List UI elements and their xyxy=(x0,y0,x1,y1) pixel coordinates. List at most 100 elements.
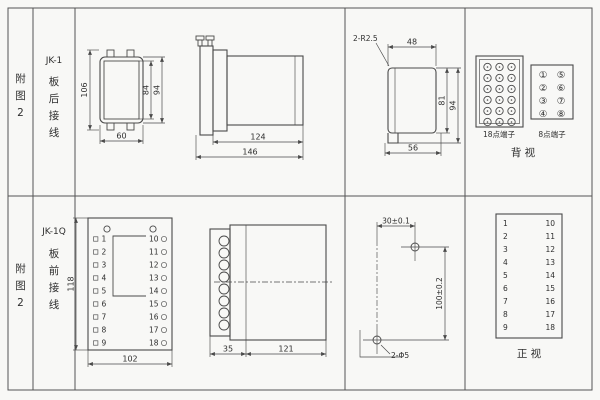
model-desc-char: 线 xyxy=(49,298,60,311)
front-right-terminals: 10 11 12 13 14 15 16 17 18 xyxy=(149,235,167,348)
dim-cutout-h2: 94 xyxy=(449,100,458,110)
terminal-number: ② xyxy=(539,83,548,94)
row2-figure-label: 附 图 2 xyxy=(15,262,26,309)
table-cell: 11 xyxy=(545,232,555,241)
row1-cutout-view: 2-R2.5 48 56 81 94 xyxy=(353,34,461,156)
dim-hole-spacing-x: 30±0.1 xyxy=(382,217,410,226)
dim-cutout-bottom: 56 xyxy=(408,144,418,153)
row1-section: 附 图 2 JK-1 板 后 接 线 106 84 xyxy=(15,34,574,160)
dim-body-length: 124 xyxy=(250,133,265,142)
table-cell: 1 xyxy=(503,219,508,228)
terminal-number: ⑥ xyxy=(557,83,566,94)
model-code: JK-1Q xyxy=(41,227,66,237)
row1-model-label: JK-1 板 后 接 线 xyxy=(45,56,63,139)
table-cell: 18 xyxy=(545,323,555,332)
corner-radius-label: 2-R2.5 xyxy=(353,34,378,43)
terminal-number: 13 xyxy=(149,274,159,283)
front-view-label: 正 视 xyxy=(517,347,542,360)
terminal-number: 10 xyxy=(149,235,159,244)
table-cell: 17 xyxy=(545,310,555,319)
fig-label-char: 附 xyxy=(15,262,26,275)
dim-hole-spacing-y: 100±0.2 xyxy=(435,277,444,310)
fig-label-char: 图 xyxy=(15,90,26,102)
terminal-number: 15 xyxy=(149,300,159,309)
row2-side-view: 35 121 xyxy=(209,224,334,357)
terminal-number: 16 xyxy=(149,313,159,322)
terminal-number: 3 xyxy=(102,261,107,270)
table-cell: 14 xyxy=(545,271,555,280)
dim-case-height: 94 xyxy=(153,85,162,95)
table-cell: 3 xyxy=(503,245,508,254)
terminal-number: 14 xyxy=(149,287,159,296)
dim-cutout-h1: 81 xyxy=(438,95,447,105)
terminal-number: 8 xyxy=(102,326,107,335)
row2-section: 附 图 2 JK-1Q 板 前 接 线 1 2 3 4 5 6 7 xyxy=(15,213,563,367)
table-cell: 6 xyxy=(503,284,508,293)
dim-front-height: 118 xyxy=(67,276,76,291)
terminal-number: 12 xyxy=(149,261,159,270)
row1-figure-label: 附 图 2 xyxy=(15,72,26,119)
terminal-number: ⑦ xyxy=(557,96,566,107)
table-cell: 13 xyxy=(545,258,555,267)
terminal-number: ③ xyxy=(539,96,548,107)
terminal-number: 17 xyxy=(149,326,159,335)
table-cell: 9 xyxy=(503,323,508,332)
terminal-18pt-caption: 18点端子 xyxy=(483,129,516,139)
rear-view-label: 背 视 xyxy=(511,146,536,159)
fig-label-char: 2 xyxy=(17,297,24,309)
row2-model-label: JK-1Q 板 前 接 线 xyxy=(41,227,66,311)
terminal-number: 2 xyxy=(102,248,107,257)
terminal-number: ⑧ xyxy=(557,109,566,120)
fig-label-char: 2 xyxy=(17,107,24,119)
dim-inner-height: 84 xyxy=(142,85,151,95)
table-cell: 12 xyxy=(545,245,555,254)
table-cell: 7 xyxy=(503,297,508,306)
model-desc-char: 接 xyxy=(49,109,60,122)
terminal-number: ④ xyxy=(539,109,548,120)
row1-side-view: 124 146 xyxy=(195,35,304,160)
terminal-number: 5 xyxy=(102,287,107,296)
model-desc-char: 线 xyxy=(49,126,60,139)
dim-case-total-height: 106 xyxy=(80,82,89,97)
terminal-8pt-caption: 8点端子 xyxy=(538,129,566,139)
dim-cutout-width: 48 xyxy=(407,38,417,47)
hole-diameter-label: 2-Φ5 xyxy=(391,351,409,360)
table-cell: 8 xyxy=(503,310,508,319)
fig-label-char: 附 xyxy=(15,72,26,85)
terminal-number: 11 xyxy=(149,248,159,257)
dim-case-width: 60 xyxy=(116,132,126,141)
row2-drilling-view: 30±0.1 100±0.2 2-Φ5 xyxy=(359,217,449,360)
terminal-number: 9 xyxy=(102,339,107,348)
table-cell: 2 xyxy=(503,232,508,241)
model-desc-char: 板 xyxy=(49,247,60,260)
table-cell: 4 xyxy=(503,258,508,267)
row2-front-view: 1 2 3 4 5 6 7 8 9 10 11 12 13 14 15 16 1… xyxy=(67,217,173,367)
row2-terminal-table: 1 10 2 11 3 12 4 13 5 14 6 15 7 16 8 17 9 18 正 视 xyxy=(495,213,563,360)
dim-front-depth: 35 xyxy=(223,345,233,354)
terminal-number: 7 xyxy=(102,313,107,322)
dim-total-length: 146 xyxy=(242,148,257,157)
table-cell: 5 xyxy=(503,271,508,280)
model-desc-char: 接 xyxy=(49,281,60,294)
terminal-number: 4 xyxy=(102,274,107,283)
model-code: JK-1 xyxy=(45,56,63,66)
model-desc-char: 前 xyxy=(49,264,60,277)
terminal-number: ⑤ xyxy=(557,70,566,81)
terminal-number: 18 xyxy=(149,339,159,348)
sheet-grid xyxy=(7,7,593,391)
fig-label-char: 图 xyxy=(15,280,26,292)
dim-front-width: 102 xyxy=(122,355,137,364)
front-left-terminals: 1 2 3 4 5 6 7 8 9 xyxy=(93,235,107,348)
row1-terminal-views: ① ⑤ ② ⑥ ③ ⑦ ④ ⑧ 18点端子 8点端子 背 视 xyxy=(475,55,574,159)
model-desc-char: 后 xyxy=(49,93,60,105)
table-cell: 15 xyxy=(545,284,555,293)
table-cell: 16 xyxy=(545,297,555,306)
terminal-number: 1 xyxy=(102,235,107,244)
terminal-number: 6 xyxy=(102,300,107,309)
row1-front-view: 106 84 94 60 xyxy=(80,49,165,144)
terminal-number: ① xyxy=(539,70,548,81)
dim-body-depth: 121 xyxy=(278,345,293,354)
table-cell: 10 xyxy=(545,219,555,228)
